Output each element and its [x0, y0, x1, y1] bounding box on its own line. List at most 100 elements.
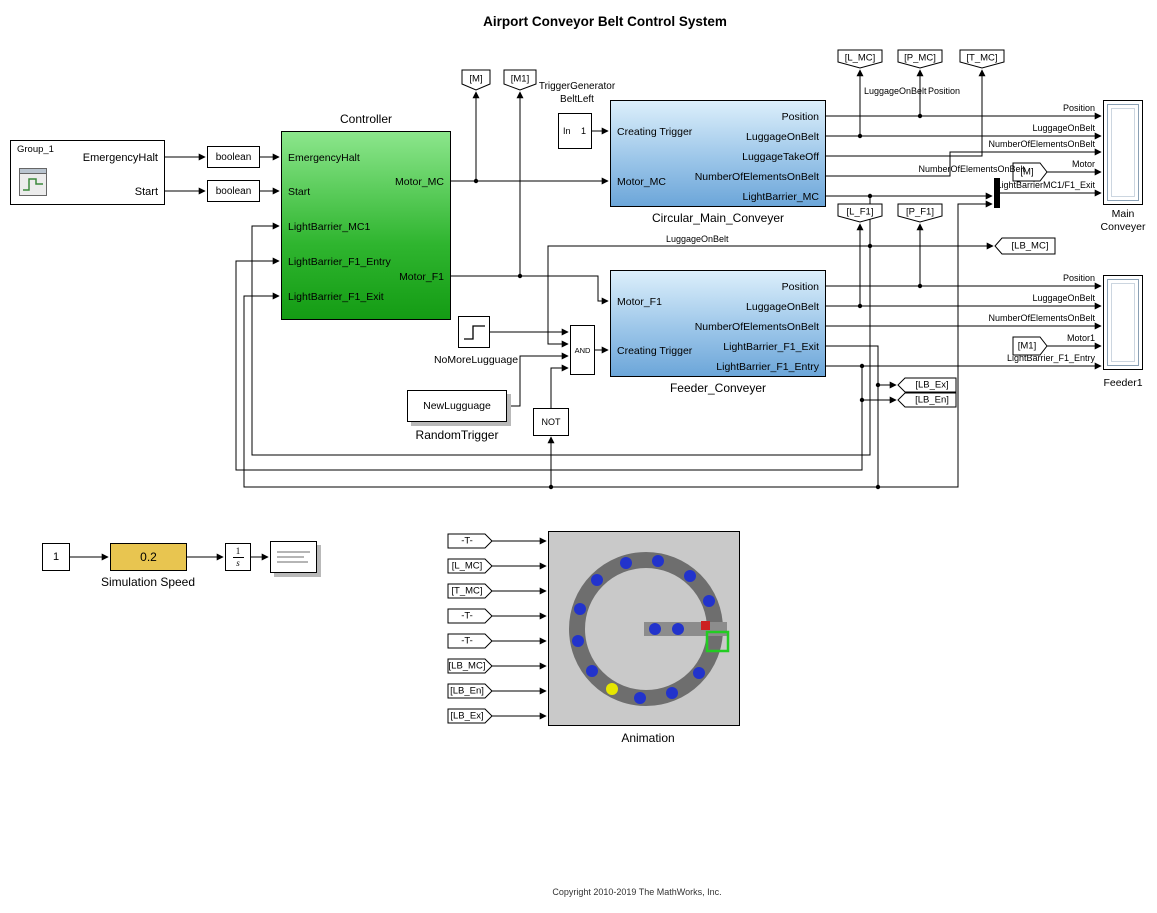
from-tag-animation-6[interactable]: [LB_En]	[447, 683, 493, 699]
random-trigger-block[interactable]: NewLugguage	[407, 390, 507, 422]
boolean-label-2: boolean	[215, 185, 252, 197]
pace-block[interactable]	[270, 541, 317, 573]
controller-in-lightbarrier-f1-entry: LightBarrier_F1_Entry	[288, 256, 391, 268]
pace-block-text-line	[277, 561, 308, 563]
svg-text:[M1]: [M1]	[1018, 341, 1036, 352]
animation-block[interactable]	[548, 531, 740, 726]
label-main-numberofelements-mid: NumberOfElementsOnBelt	[918, 164, 1025, 174]
goto-tag-m[interactable]: [M]	[461, 69, 491, 91]
feeder-out-lightbarrier-f1-exit: LightBarrier_F1_Exit	[723, 341, 819, 353]
from-tag-animation-3[interactable]: -T-	[447, 608, 493, 624]
label-mid-luggageonbelt: LuggageOnBelt	[666, 234, 729, 244]
controller-in-start: Start	[288, 186, 311, 198]
and-label: AND	[574, 345, 591, 355]
feeder-scope-name: Feeder1	[1103, 377, 1143, 389]
main-conveyer-block[interactable]: Creating Trigger Motor_MC Position Lugga…	[610, 100, 826, 207]
boolean-convert-block-1[interactable]: boolean	[207, 146, 260, 168]
svg-text:[L_MC]: [L_MC]	[845, 53, 876, 64]
step-block[interactable]	[458, 316, 490, 348]
goto-tag-t-mc[interactable]: [T_MC]	[959, 49, 1005, 69]
controller-out-motor-mc: Motor_MC	[394, 176, 444, 188]
svg-text:[P_MC]: [P_MC]	[904, 53, 936, 64]
svg-text:[M]: [M]	[1020, 167, 1033, 178]
from-tag-m1[interactable]: [M1]	[1012, 336, 1048, 356]
svg-text:[LB_En]: [LB_En]	[915, 395, 949, 406]
controller-name: Controller	[339, 112, 393, 126]
feeder-out-luggageonbelt: LuggageOnBelt	[746, 301, 819, 313]
signal-builder-icon	[19, 168, 47, 196]
main-conveyer-scope[interactable]	[1103, 100, 1143, 205]
goto-tag-lb-en[interactable]: [LB_En]	[897, 392, 957, 408]
feeder-in-creating-trigger: Creating Trigger	[617, 345, 693, 357]
main-out-numberofelements: NumberOfElementsOnBelt	[694, 171, 819, 183]
animation-name: Animation	[621, 731, 675, 745]
feeder-out-numberofelements: NumberOfElementsOnBelt	[694, 321, 819, 333]
main-out-lightbarrier-mc: LightBarrier_MC	[742, 191, 819, 203]
boolean-convert-block-2[interactable]: boolean	[207, 180, 260, 202]
main-conveyer-name: Circular_Main_Conveyer	[651, 211, 785, 225]
integrator-block[interactable]: 1 s	[225, 543, 251, 571]
signal-label-start: Start	[134, 186, 158, 198]
main-in-motor-mc: Motor_MC	[617, 176, 667, 188]
trigger-generator-title: TriggerGenerator	[538, 81, 616, 92]
signal-group-label: Group_1	[17, 144, 54, 155]
controller-block[interactable]: EmergencyHalt Start LightBarrier_MC1 Lig…	[281, 131, 451, 320]
from-tag-animation-2[interactable]: [T_MC]	[447, 583, 493, 599]
mux-block[interactable]	[994, 178, 1000, 208]
junction-dots	[473, 113, 923, 490]
constant-block[interactable]: 1	[42, 543, 70, 571]
goto-tag-l-mc[interactable]: [L_MC]	[837, 49, 883, 69]
main-in-creating-trigger: Creating Trigger	[617, 126, 693, 138]
goto-tag-p-f1[interactable]: [P_F1]	[897, 203, 943, 223]
goto-tag-lb-mc[interactable]: [LB_MC]	[994, 237, 1056, 255]
simulation-speed-label: Simulation Speed	[100, 575, 196, 589]
svg-text:[T_MC]: [T_MC]	[451, 586, 482, 597]
svg-text:[LB_En]: [LB_En]	[450, 686, 484, 697]
svg-text:[T_MC]: [T_MC]	[966, 53, 997, 64]
svg-text:[L_MC]: [L_MC]	[452, 561, 483, 572]
svg-text:[P_F1]: [P_F1]	[906, 207, 934, 218]
from-tag-m[interactable]: [M]	[1012, 162, 1048, 182]
from-tag-animation-5[interactable]: [LB_MC]	[447, 658, 493, 674]
feeder-out-position: Position	[781, 281, 819, 293]
trigger-generator-subtitle: BeltLeft	[560, 94, 594, 105]
main-out-luggageonbelt: LuggageOnBelt	[746, 131, 819, 143]
label-main-position: Position	[1062, 103, 1095, 113]
label-main-lightbarrier: LightBarrierMC1/F1_Exit	[996, 180, 1095, 190]
main-out-luggagetakeoff: LuggageTakeOff	[742, 151, 819, 163]
svg-text:[L_F1]: [L_F1]	[847, 207, 874, 218]
goto-tag-lb-ex[interactable]: [LB_Ex]	[897, 377, 957, 393]
label-feeder-lightbarrier-entry: LightBarrier_F1_Entry	[1006, 353, 1095, 363]
feeder-conveyer-block[interactable]: Motor_F1 Creating Trigger Position Lugga…	[610, 270, 826, 377]
step-block-name: NoMoreLugguage	[433, 354, 519, 366]
copyright-notice: Copyright 2010-2019 The MathWorks, Inc.	[552, 887, 722, 897]
random-trigger-label: NewLugguage	[423, 400, 491, 412]
label-feeder-position: Position	[1062, 273, 1095, 283]
from-tag-animation-1[interactable]: [L_MC]	[447, 558, 493, 574]
not-block[interactable]: NOT	[533, 408, 569, 436]
goto-tag-l-f1[interactable]: [L_F1]	[837, 203, 883, 223]
svg-text:-T-: -T-	[461, 611, 473, 622]
integrator-fraction: 1 s	[232, 546, 244, 568]
gain-block[interactable]: 0.2	[110, 543, 187, 571]
signal-builder-block[interactable]: Group_1 EmergencyHalt Start	[10, 140, 165, 205]
trigger-generator-block[interactable]: In 1	[558, 113, 592, 149]
feeder-scope[interactable]	[1103, 275, 1143, 370]
svg-text:[M1]: [M1]	[511, 74, 529, 85]
and-block[interactable]: AND	[570, 325, 595, 375]
goto-tag-m1[interactable]: [M1]	[503, 69, 537, 91]
from-tag-animation-4[interactable]: -T-	[447, 633, 493, 649]
main-out-position: Position	[781, 111, 819, 123]
svg-text:-T-: -T-	[461, 636, 473, 647]
signal-wires[interactable]	[70, 69, 1102, 720]
from-tag-animation-0[interactable]: -T-	[447, 533, 493, 549]
goto-tag-p-mc[interactable]: [P_MC]	[897, 49, 943, 69]
controller-in-lightbarrier-f1-exit: LightBarrier_F1_Exit	[288, 291, 384, 303]
constant-value: 1	[52, 551, 60, 563]
feeder-conveyer-name: Feeder_Conveyer	[669, 381, 767, 395]
controller-in-emergencyhalt: EmergencyHalt	[288, 152, 360, 164]
from-tag-animation-7[interactable]: [LB_Ex]	[447, 708, 493, 724]
scope-screen	[1107, 104, 1139, 201]
